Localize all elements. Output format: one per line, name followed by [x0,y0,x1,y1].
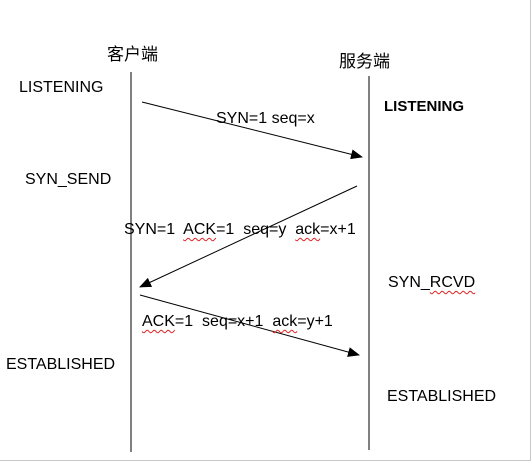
syn-rcvd-prefix: SYN_ [388,274,430,291]
msg2-ack-num: ack [295,221,321,238]
client-state-listening: LISTENING [19,79,104,96]
syn-rcvd-suffix: RCVD [429,274,476,291]
client-state-syn-send: SYN_SEND [25,171,112,188]
msg2-part-c: =1 seq=y [216,221,296,238]
message-syn: SYN=1 seq=x [216,110,315,127]
msg3-part-d: =y+1 [297,313,333,330]
msg3-part-b: =1 seq=x+1 [174,313,273,330]
client-title: 客户端 [107,45,158,65]
msg2-ack-flag: ACK [183,221,217,238]
server-state-listening: LISTENING [384,98,465,115]
syn-arrow [141,101,363,160]
syn-ack-arrow [139,185,358,288]
client-state-established: ESTABLISHED [6,356,116,373]
message-ack: ACK=1 seq=x+1 ack=y+1 [142,313,333,331]
server-state-established: ESTABLISHED [387,388,497,405]
msg3-ack-num: ack [272,313,298,330]
ack-arrow [139,294,360,357]
msg3-ack-flag: ACK [142,313,175,330]
msg2-part-e: =x+1 [320,221,356,238]
msg2-part-a: SYN=1 [124,221,184,238]
server-state-syn-rcvd: SYN_RCVD [388,274,475,292]
message-syn-ack: SYN=1 ACK=1 seq=y ack=x+1 [124,221,356,239]
server-title: 服务端 [339,52,390,72]
